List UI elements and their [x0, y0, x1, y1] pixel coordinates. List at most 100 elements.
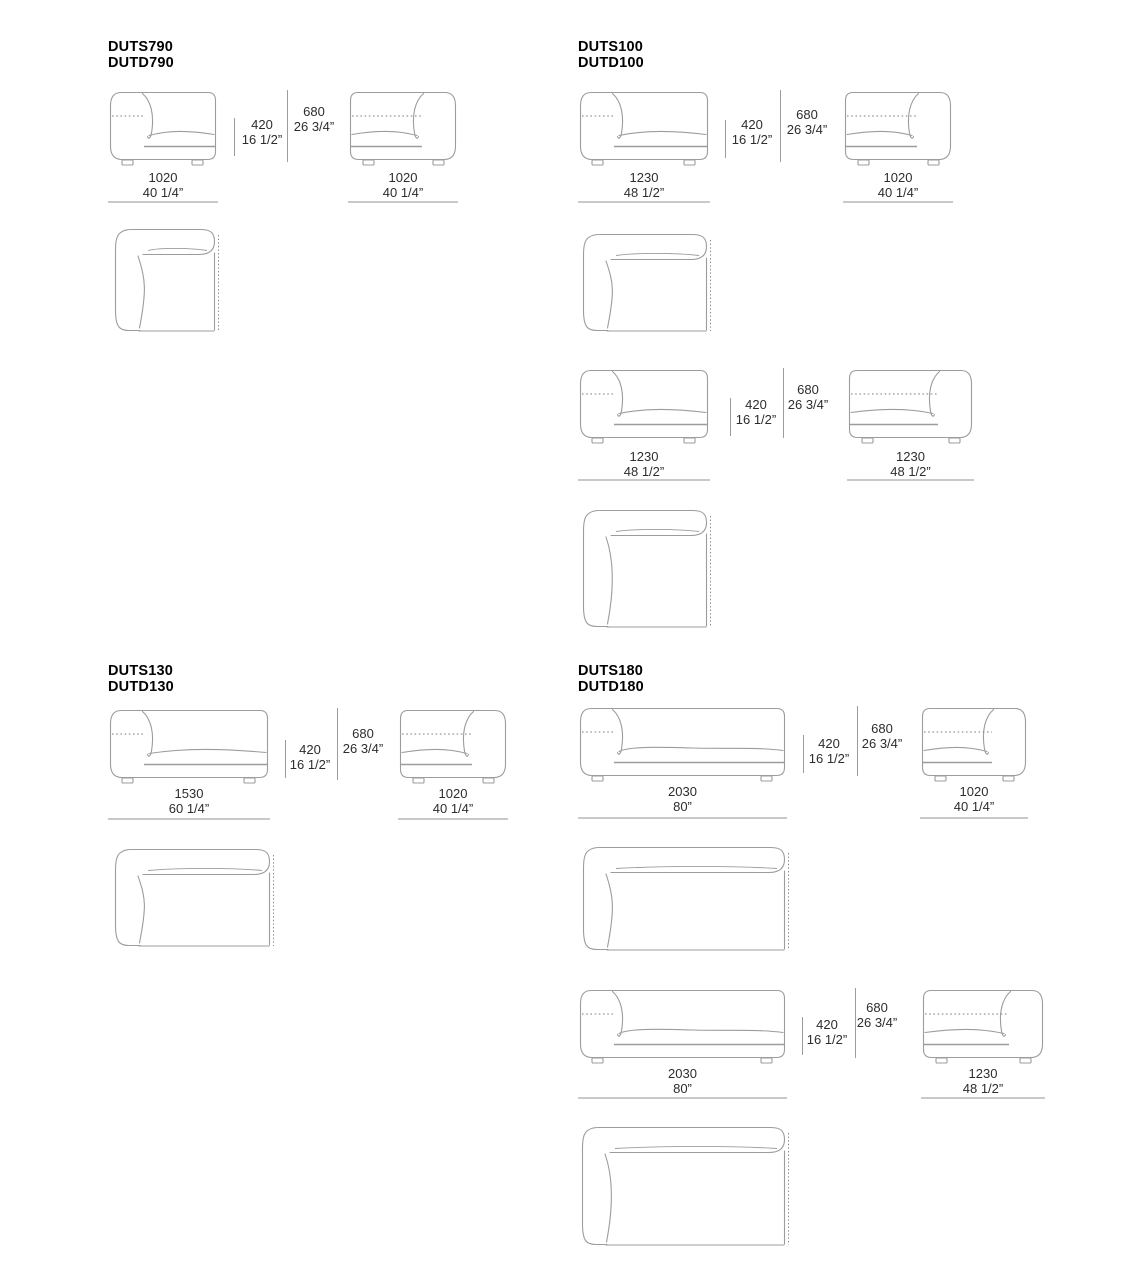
width-mm: 1230: [629, 449, 659, 464]
overall-height-mm: 680: [866, 1000, 888, 1015]
plan-view-left-arm-module-deep: [577, 1123, 790, 1252]
width-inches: 60 1/4”: [168, 800, 210, 816]
overall-height-dim-line: [857, 706, 858, 776]
front-view-right-arm-module: [920, 706, 1028, 784]
seat-height-dimension: 420 16 1/2”: [286, 742, 334, 772]
overall-height-dimension: 680 26 3/4”: [786, 382, 830, 412]
overall-height-inches: 26 3/4”: [856, 1014, 898, 1030]
plan-view-left-arm-module: [578, 230, 712, 338]
width-dimension: 1230 48 1/2”: [578, 170, 710, 200]
width-mm: 1230: [968, 1066, 998, 1081]
width-inches: 48 1/2”: [890, 463, 931, 479]
seat-height-dim-line: [285, 740, 286, 778]
front-view-left-arm-module: [578, 90, 710, 168]
front-view-right-arm-module: [847, 368, 974, 446]
seat-height-dim-line: [234, 118, 235, 156]
dimension-underline: [108, 818, 270, 820]
width-dimension: 1530 60 1/4”: [108, 786, 270, 816]
width-inches: 48 1/2”: [623, 184, 665, 200]
seat-height-mm: 420: [251, 117, 273, 132]
front-view-left-arm-module: [108, 708, 270, 786]
width-mm: 2030: [668, 1066, 697, 1081]
product-code-title: DUTS790 DUTD790: [108, 39, 174, 71]
overall-height-inches: 26 3/4”: [861, 735, 903, 751]
width-inches: 80”: [673, 798, 692, 814]
overall-height-dim-line: [855, 988, 856, 1058]
overall-height-dim-line: [287, 90, 288, 162]
width-inches: 80”: [673, 1080, 692, 1096]
width-mm: 1020: [959, 784, 989, 799]
product-code-title: DUTS100 DUTD100: [578, 39, 644, 71]
width-dimension: 1020 40 1/4”: [843, 170, 953, 200]
width-mm: 1530: [174, 786, 204, 801]
product-code-title: DUTS180 DUTD180: [578, 663, 644, 695]
seat-height-inches: 16 1/2”: [731, 131, 773, 147]
overall-height-mm: 680: [352, 726, 374, 741]
dimension-underline: [348, 201, 458, 203]
front-view-left-arm-module: [108, 90, 218, 168]
seat-height-dimension: 420 16 1/2”: [728, 117, 776, 147]
seat-height-mm: 420: [741, 117, 763, 132]
seat-height-dimension: 420 16 1/2”: [732, 397, 780, 427]
product-code-double: DUTD130: [108, 678, 174, 695]
width-inches: 40 1/4”: [877, 184, 919, 200]
width-inches: 40 1/4”: [432, 800, 474, 816]
dimension-underline: [108, 201, 218, 203]
product-code-title: DUTS130 DUTD130: [108, 663, 174, 695]
width-dimension: 1020 40 1/4”: [920, 784, 1028, 814]
front-view-left-arm-module: [578, 988, 787, 1066]
front-view-left-arm-module: [578, 706, 787, 784]
width-inches: 40 1/4”: [142, 184, 184, 200]
width-mm: 1020: [148, 170, 178, 185]
dimension-underline: [398, 818, 508, 820]
width-dimension: 2030 80”: [578, 784, 787, 814]
width-mm: 1020: [883, 170, 913, 185]
seat-height-dimension: 420 16 1/2”: [237, 117, 287, 147]
width-mm: 1230: [896, 449, 925, 464]
product-code-double: DUTD790: [108, 54, 174, 71]
dimension-underline: [578, 201, 710, 203]
seat-height-mm: 420: [816, 1017, 838, 1032]
overall-height-inches: 26 3/4”: [342, 740, 384, 756]
width-mm: 1020: [438, 786, 468, 801]
overall-height-mm: 680: [871, 721, 893, 736]
width-dimension: 1020 40 1/4”: [108, 170, 218, 200]
seat-height-mm: 420: [299, 742, 321, 757]
product-code-single: DUTS790: [108, 39, 174, 55]
width-dimension: 1020 40 1/4”: [398, 786, 508, 816]
dimension-underline: [847, 479, 974, 481]
seat-height-dimension: 420 16 1/2”: [803, 1017, 851, 1047]
seat-height-inches: 16 1/2”: [806, 1031, 848, 1047]
product-code-double: DUTD180: [578, 678, 644, 695]
seat-height-mm: 420: [818, 736, 840, 751]
width-mm: 1020: [388, 170, 418, 185]
seat-height-inches: 16 1/2”: [735, 411, 777, 427]
plan-view-left-arm-module: [578, 843, 790, 957]
seat-height-dim-line: [730, 398, 731, 436]
seat-height-inches: 16 1/2”: [808, 750, 850, 766]
overall-height-dim-line: [780, 90, 781, 162]
width-mm: 1230: [629, 170, 659, 185]
seat-height-inches: 16 1/2”: [289, 756, 331, 772]
product-code-double: DUTD100: [578, 54, 644, 71]
dimension-underline: [920, 817, 1028, 819]
seat-height-dim-line: [802, 1017, 803, 1055]
overall-height-dim-line: [337, 708, 338, 780]
product-code-single: DUTS130: [108, 663, 174, 679]
width-dimension: 1230 48 1/2”: [847, 449, 974, 479]
width-dimension: 1230 48 1/2”: [578, 449, 710, 479]
seat-height-inches: 16 1/2”: [241, 131, 283, 147]
overall-height-inches: 26 3/4”: [786, 121, 828, 137]
front-view-right-arm-module: [398, 708, 508, 786]
overall-height-dimension: 680 26 3/4”: [292, 104, 336, 134]
width-mm: 2030: [668, 784, 697, 799]
product-code-single: DUTS100: [578, 39, 644, 55]
overall-height-dim-line: [783, 368, 784, 438]
width-inches: 48 1/2”: [962, 1080, 1004, 1096]
width-dimension: 2030 80”: [578, 1066, 787, 1096]
width-dimension: 1230 48 1/2”: [921, 1066, 1045, 1096]
dimension-underline: [578, 1097, 787, 1099]
